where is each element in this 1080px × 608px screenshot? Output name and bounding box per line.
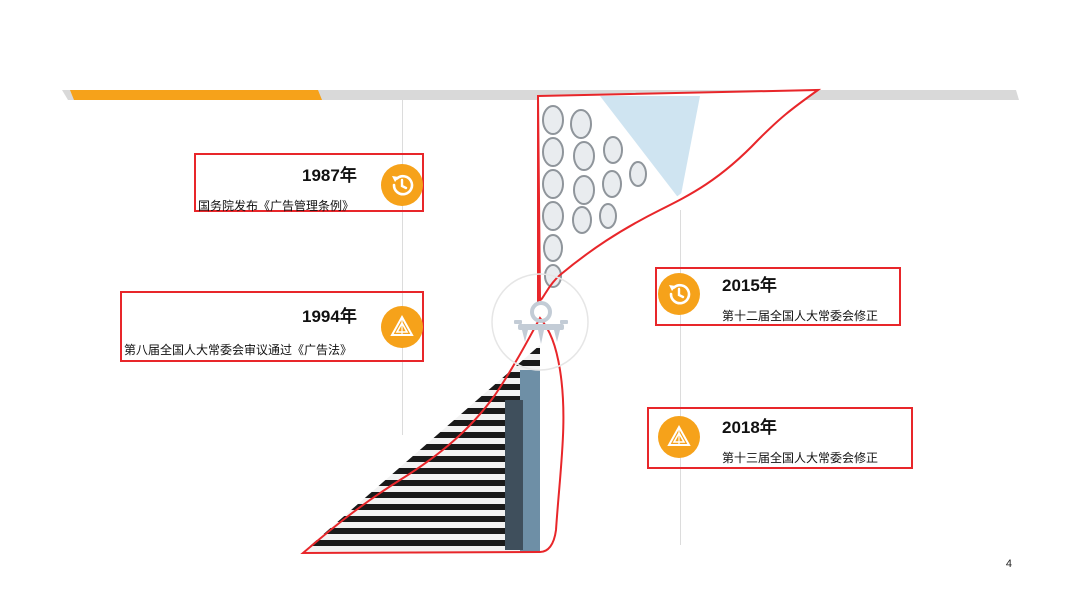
timeline-year: 1994年 (302, 307, 357, 326)
page-number: 4 (1005, 558, 1012, 570)
timeline-text: 第十三届全国人大常委会修正 (722, 451, 879, 465)
timeline-year: 2018年 (722, 418, 777, 437)
history-icon (381, 164, 423, 206)
team-icon (514, 301, 568, 344)
timeline-card-2015: 2015年 第十二届全国人大常委会修正 (655, 267, 901, 326)
timeline-text: 第八届全国人大常委会审议通过《广告法》 (124, 343, 353, 357)
timeline-text: 第十二届全国人大常委会修正 (722, 309, 879, 323)
triangle-icon (658, 416, 700, 458)
timeline-card-1994: 1994年 第八届全国人大常委会审议通过《广告法》 (120, 291, 424, 362)
timeline-year: 1987年 (302, 166, 357, 185)
timeline-card-2018: 2018年 第十三届全国人大常委会修正 (647, 407, 913, 469)
timeline-card-1987: 1987年 国务院发布《广告管理条例》 (194, 153, 424, 213)
guide-line-right (680, 210, 681, 545)
guide-line-left (402, 100, 403, 435)
timeline-text: 国务院发布《广告管理条例》 (198, 199, 355, 213)
triangle-icon (381, 306, 423, 348)
history-icon (658, 273, 700, 315)
timeline-year: 2015年 (722, 276, 777, 295)
